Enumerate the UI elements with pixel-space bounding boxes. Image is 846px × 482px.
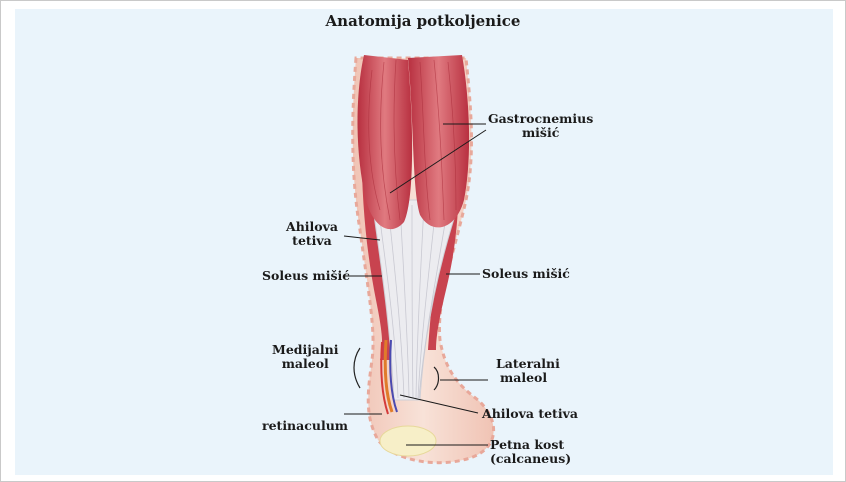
- label-medijalni-maleol: Medijalni maleol: [272, 343, 339, 371]
- label-petna-kost: Petna kost (calcaneus): [490, 438, 571, 466]
- label-medijalni-line2: maleol: [272, 357, 339, 371]
- label-medijalni-line1: Medijalni: [272, 343, 339, 357]
- label-petna-line1: Petna kost: [490, 438, 571, 452]
- gastrocnemius-lateral-head: [408, 55, 469, 227]
- label-gastrocnemius: Gastrocnemius mišić: [488, 112, 593, 140]
- label-ahilova-left-line2: tetiva: [286, 234, 338, 248]
- label-petna-line2: (calcaneus): [490, 452, 571, 466]
- calcaneus-bone: [380, 426, 436, 456]
- label-retinaculum: retinaculum: [262, 419, 348, 433]
- label-gastrocnemius-line2: mišić: [488, 126, 593, 140]
- label-ahilova-left-line1: Ahilova: [286, 220, 338, 234]
- label-soleus-right: Soleus mišić: [482, 267, 570, 281]
- label-lateralni-maleol: Lateralni maleol: [496, 357, 560, 385]
- medial-malleolus-bracket: [354, 348, 360, 388]
- label-soleus-left: Soleus mišić: [262, 269, 350, 283]
- label-ahilova-tetiva-left: Ahilova tetiva: [286, 220, 338, 248]
- label-ahilova-tetiva-right: Ahilova tetiva: [482, 407, 578, 421]
- label-lateralni-line1: Lateralni: [496, 357, 560, 371]
- label-gastrocnemius-line1: Gastrocnemius: [488, 112, 593, 126]
- label-lateralni-line2: maleol: [496, 371, 560, 385]
- diagram-title: Anatomija potkoljenice: [0, 12, 846, 30]
